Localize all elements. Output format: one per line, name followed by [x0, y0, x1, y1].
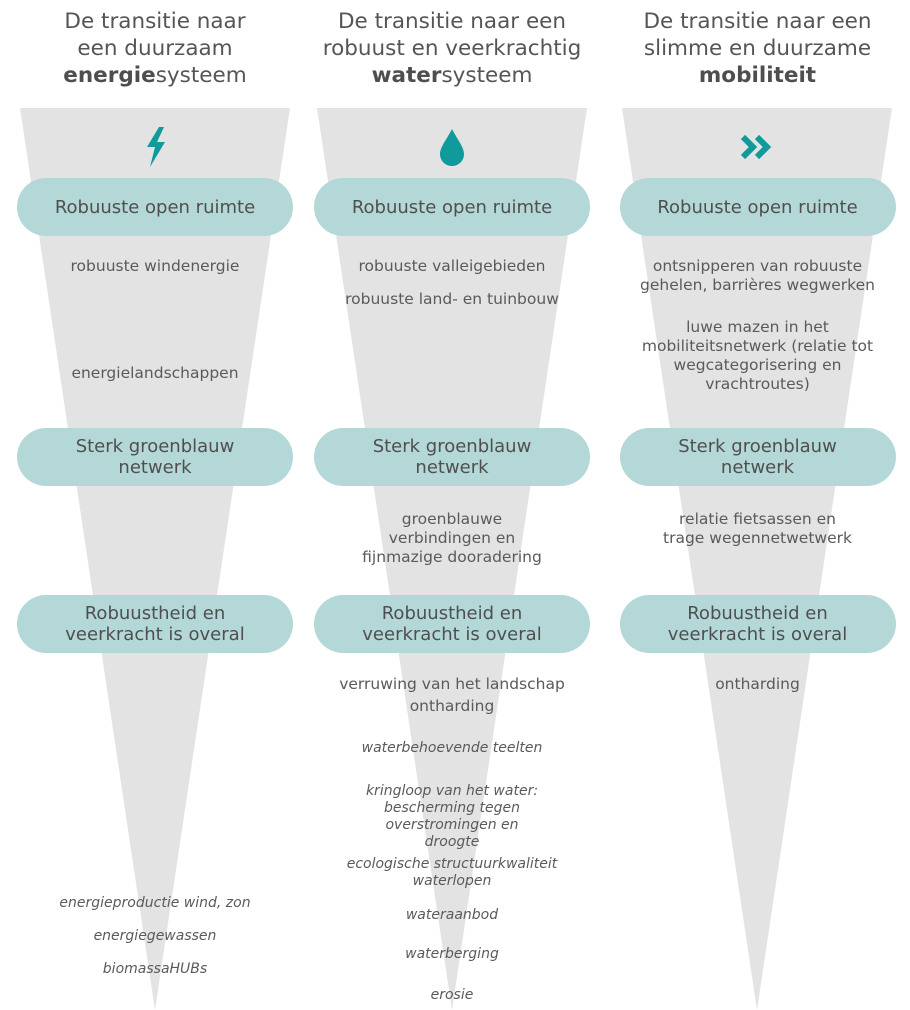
layer-pill: Sterk groenblauw netwerk	[314, 428, 590, 486]
funnel-shape	[302, 108, 602, 1010]
heading-rest: systeem	[155, 63, 247, 88]
funnel-shape	[605, 108, 910, 1010]
funnel-shape	[0, 108, 310, 1010]
italic-item: wateraanbod	[405, 907, 499, 923]
layer-item: robuuste land- en tuinbouw	[345, 290, 559, 308]
heading-line: De transitie naar een	[337, 9, 567, 34]
pill-label: Robuustheid en veerkracht is overal	[362, 603, 542, 645]
layer-pill: Robuuste open ruimte	[314, 178, 590, 236]
water-drop-icon	[432, 125, 472, 169]
column-energie: De transitie naar een duurzaam energiesy…	[0, 0, 310, 1010]
column-heading: De transitie naar een duurzaam energiesy…	[0, 8, 310, 89]
pill-label: Sterk groenblauw netwerk	[75, 436, 235, 478]
heading-line: een duurzaam	[77, 36, 233, 61]
pill-label: Sterk groenblauw netwerk	[678, 436, 837, 478]
layer-item: robuuste valleigebieden	[358, 257, 546, 275]
heading-line: De transitie naar een	[643, 9, 872, 34]
heading-line: energiesysteem	[0, 62, 310, 89]
heading-bold: water	[371, 63, 442, 88]
pill-label: Robuuste open ruimte	[657, 196, 858, 218]
layer-item: energielandschappen	[71, 364, 239, 382]
layer-item: ontsnipperen van robuuste gehelen, barri…	[640, 257, 875, 294]
layer-pill: Robuustheid en veerkracht is overal	[17, 595, 293, 653]
italic-item: biomassaHUBs	[102, 961, 208, 977]
heading-line: robuust en veerkrachtig	[322, 36, 582, 61]
layer-pill: Robuuste open ruimte	[17, 178, 293, 236]
layer-item: robuuste windenergie	[70, 257, 240, 275]
column-water: De transitie naar een robuust en veerkra…	[302, 0, 602, 1010]
layer-item: ontharding	[409, 697, 495, 715]
layer-pill: Robuustheid en veerkracht is overal	[619, 595, 896, 653]
layer-item: verruwing van het landschap	[339, 675, 565, 693]
heading-rest: systeem	[441, 63, 533, 88]
lightning-bolt-icon	[135, 125, 175, 169]
column-heading: De transitie naar een slimme en duurzame…	[605, 8, 910, 89]
column-mobiliteit: De transitie naar een slimme en duurzame…	[605, 0, 910, 1010]
heading-bold: energie	[63, 63, 156, 88]
layer-pill: Robuustheid en veerkracht is overal	[314, 595, 590, 653]
double-chevron-right-icon	[738, 125, 778, 169]
italic-item: waterbehoevende teelten	[361, 740, 543, 756]
italic-item: erosie	[430, 987, 474, 1003]
pill-label: Sterk groenblauw netwerk	[372, 436, 532, 478]
pill-label: Robuustheid en veerkracht is overal	[65, 603, 245, 645]
layer-pill: Sterk groenblauw netwerk	[17, 428, 293, 486]
heading-line: slimme en duurzame	[643, 36, 872, 61]
layer-item: ontharding	[715, 675, 800, 693]
pill-label: Robuustheid en veerkracht is overal	[667, 603, 848, 645]
layer-item: groenblauwe verbindingen en fijnmazige d…	[362, 510, 542, 566]
pill-label: Robuuste open ruimte	[351, 196, 553, 218]
italic-item: energieproductie wind, zon	[59, 895, 251, 911]
layer-pill: Robuuste open ruimte	[619, 178, 896, 236]
italic-item: ecologische structuurkwaliteit waterlope…	[346, 856, 558, 889]
heading-line: mobiliteit	[605, 62, 910, 89]
layer-pill: Sterk groenblauw netwerk	[619, 428, 896, 486]
layer-item: luwe mazen in het mobiliteitsnetwerk (re…	[641, 318, 874, 393]
italic-item: energiegewassen	[93, 928, 217, 944]
layer-item: relatie fietsassen en trage wegennetwetw…	[663, 510, 852, 547]
italic-item: kringloop van het water: bescherming teg…	[365, 783, 539, 850]
pill-label: Robuuste open ruimte	[54, 196, 256, 218]
italic-item: waterberging	[405, 946, 499, 962]
column-heading: De transitie naar een robuust en veerkra…	[302, 8, 602, 89]
heading-line: De transitie naar	[64, 9, 246, 34]
heading-bold: mobiliteit	[698, 63, 817, 88]
heading-line: watersysteem	[302, 62, 602, 89]
